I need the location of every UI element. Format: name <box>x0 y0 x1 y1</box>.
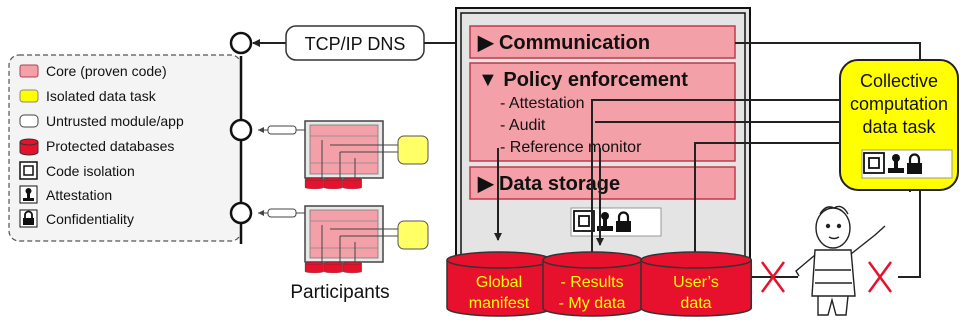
db-label-line: - Results <box>560 274 623 291</box>
communication-label: ▶ Communication <box>477 32 650 54</box>
lock-icon <box>616 211 631 232</box>
untrusted-swatch-icon <box>19 114 39 128</box>
database-icon <box>19 138 39 156</box>
attestation-link <box>591 99 840 263</box>
participant-node-2 <box>258 205 429 274</box>
code-isolation-icon <box>863 152 885 174</box>
blocked-cross-icon <box>760 261 786 293</box>
legend-label-core: Core (proven code) <box>46 63 167 79</box>
network-port-participant-1 <box>229 118 253 142</box>
legend-label-untrusted: Untrusted module/app <box>46 113 184 129</box>
blocked-cross-icon <box>867 261 893 293</box>
db-label-line: manifest <box>469 295 530 312</box>
policy-item-reference-monitor: - Reference monitor <box>500 139 642 156</box>
communication-module <box>469 25 736 59</box>
policy-enforcement-module <box>469 62 736 162</box>
code-isolation-icon <box>19 161 38 180</box>
legend-label-confidentiality: Confidentiality <box>46 211 134 227</box>
protected-database-global-manifest: Global manifest <box>446 251 552 317</box>
node-protection-icons <box>570 207 662 237</box>
network-port-participant-2 <box>229 201 253 225</box>
collective-label-line: Collective <box>860 71 938 91</box>
network-backbone <box>229 31 253 244</box>
protected-database-users-data: User’s data <box>640 251 753 317</box>
attestation-icon <box>19 185 38 204</box>
core-swatch-icon <box>19 64 39 78</box>
attestation-icon <box>597 212 613 231</box>
lock-icon <box>19 209 38 228</box>
attestation-icon <box>888 154 904 173</box>
legend-label-code-isolation: Code isolation <box>46 163 135 179</box>
policy-item-attestation: - Attestation <box>500 95 585 112</box>
legend-label-isolated: Isolated data task <box>46 88 157 104</box>
legend-label-attestation: Attestation <box>46 187 112 203</box>
legend: Core (proven code) Isolated data task Un… <box>8 54 242 242</box>
legend-box <box>8 54 242 242</box>
data-storage-label: ▶ Data storage <box>477 173 620 195</box>
network-port-main <box>229 31 253 55</box>
policy-enforcement-title: ▼ Policy enforcement <box>478 69 688 91</box>
legend-label-databases: Protected databases <box>46 138 174 154</box>
db-label-line: User’s <box>673 274 719 291</box>
db-label-line: - My data <box>559 295 626 312</box>
db-label-line: Global <box>476 274 522 291</box>
data-storage-module <box>469 166 736 200</box>
tcpip-dns-module: TCP/IP DNS <box>252 25 425 61</box>
collective-label-line: data task <box>862 117 936 137</box>
tcpip-dns-label: TCP/IP DNS <box>305 34 406 54</box>
db-label-line: data <box>680 295 711 312</box>
collective-label-line: computation <box>850 94 948 114</box>
lock-icon <box>907 153 922 174</box>
collective-computation-task: Collective computation data task <box>839 59 959 191</box>
main-node: ▶ Communication ▼ Policy enforcement - A… <box>455 7 751 269</box>
participant-node-1 <box>258 120 429 190</box>
isolated-swatch-icon <box>19 89 39 103</box>
protected-database-results: - Results - My data <box>542 251 643 317</box>
reference-monitor-link <box>694 142 840 263</box>
participants-label: Participants <box>290 282 389 303</box>
user-figure <box>795 205 886 316</box>
policy-item-audit: - Audit <box>500 117 546 134</box>
code-isolation-icon <box>573 210 595 232</box>
